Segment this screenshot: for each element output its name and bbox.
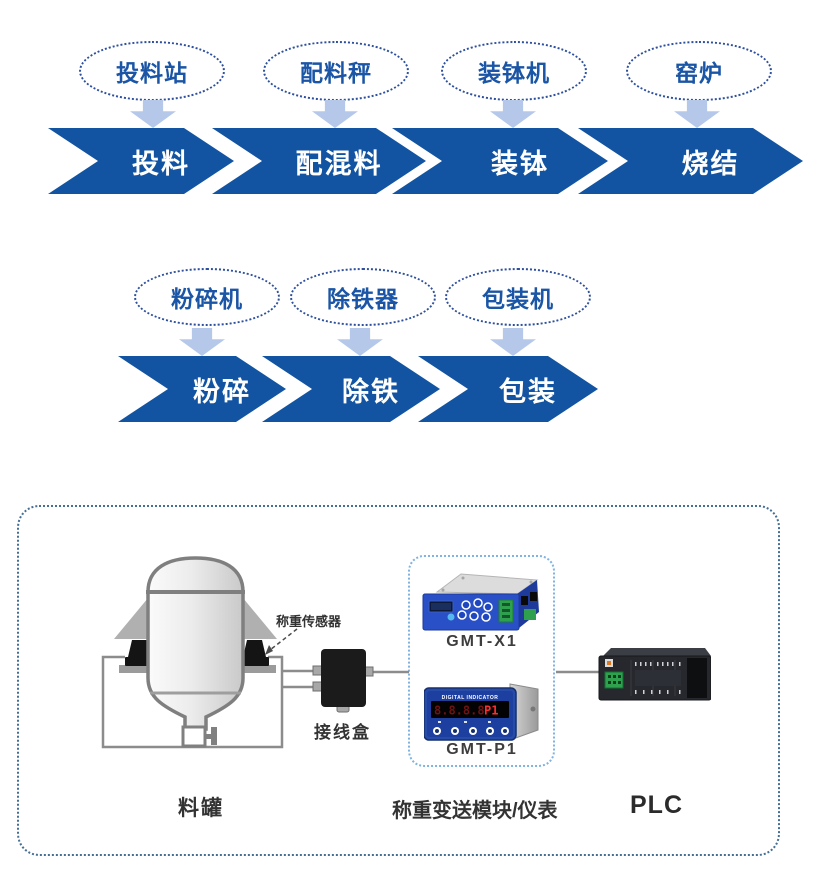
down-arrow-icon (490, 328, 536, 356)
gmt-p1-indicator: DIGITAL INDICATOR 8.8.8.8 P1 (423, 682, 542, 742)
indicator-buttons (433, 727, 509, 735)
plc-green-connector (604, 671, 624, 689)
tank-label: 料罐 (178, 797, 224, 820)
station-ellipse-kiln: 窑炉 (626, 41, 772, 101)
indicator-title: DIGITAL INDICATOR (442, 695, 499, 701)
system-panel-border (17, 505, 780, 856)
module-group-border (408, 555, 555, 767)
device-buttons (457, 598, 493, 622)
station-ellipse-sagger: 装钵机 (441, 41, 587, 101)
plc-device (597, 646, 712, 704)
gmt-x1-label: GMT-X1 (446, 633, 518, 650)
step-label: 配混料 (295, 148, 383, 179)
plc-label: PLC (630, 791, 683, 819)
gmt-p1-label: GMT-P1 (446, 741, 518, 758)
gmt-x1-transmitter (421, 570, 539, 632)
down-arrow-icon (337, 328, 383, 356)
down-arrow-icon (490, 100, 536, 128)
indicator-display (431, 701, 509, 718)
down-arrow-icon (312, 100, 358, 128)
plc-vent-block (687, 658, 707, 698)
step-chevron-feeding: 投料 (48, 128, 234, 194)
station-ellipse-deiron: 除铁器 (290, 268, 436, 326)
step-chevron-mixing: 配混料 (212, 128, 426, 194)
step-label: 投料 (132, 148, 190, 179)
down-arrow-icon (674, 100, 720, 128)
display-dim-digits: 8.8.8.8 (434, 704, 485, 718)
station-ellipse-batching: 配料秤 (263, 41, 409, 101)
plc-io-ticks (635, 662, 681, 694)
step-label: 除铁 (342, 376, 400, 407)
junction-box-label: 接线盒 (314, 723, 371, 742)
station-label: 粉碎机 (171, 286, 243, 312)
station-label: 配料秤 (300, 60, 372, 86)
station-label: 包装机 (482, 286, 554, 312)
station-ellipse-feeding: 投料站 (79, 41, 225, 101)
plc-top-face (603, 648, 711, 656)
module-group-label: 称重变送模块/仪表 (392, 800, 558, 822)
step-label: 粉碎 (193, 376, 251, 407)
plc-panel-area (635, 670, 681, 686)
step-chevron-crush: 粉碎 (118, 356, 286, 422)
step-label: 装钵 (491, 148, 549, 179)
station-ellipse-crusher: 粉碎机 (134, 268, 280, 326)
down-arrow-icon (130, 100, 176, 128)
step-chevron-deiron: 除铁 (262, 356, 440, 422)
sensor-label: 称重传感器 (276, 614, 342, 629)
station-label: 除铁器 (327, 286, 399, 312)
station-ellipse-packing: 包装机 (445, 268, 591, 326)
step-label: 烧结 (681, 148, 740, 179)
plc-connector-pins (608, 675, 621, 684)
station-label: 窑炉 (675, 60, 723, 86)
step-chevron-pack: 包装 (418, 356, 598, 422)
indicator-leds (438, 721, 491, 723)
step-label: 包装 (499, 376, 557, 407)
step-chevron-sinter: 烧结 (578, 128, 803, 194)
station-label: 投料站 (116, 60, 188, 86)
display-bright-digits: P1 (484, 704, 498, 718)
station-label: 装钵机 (478, 60, 550, 86)
down-arrow-icon (179, 328, 225, 356)
